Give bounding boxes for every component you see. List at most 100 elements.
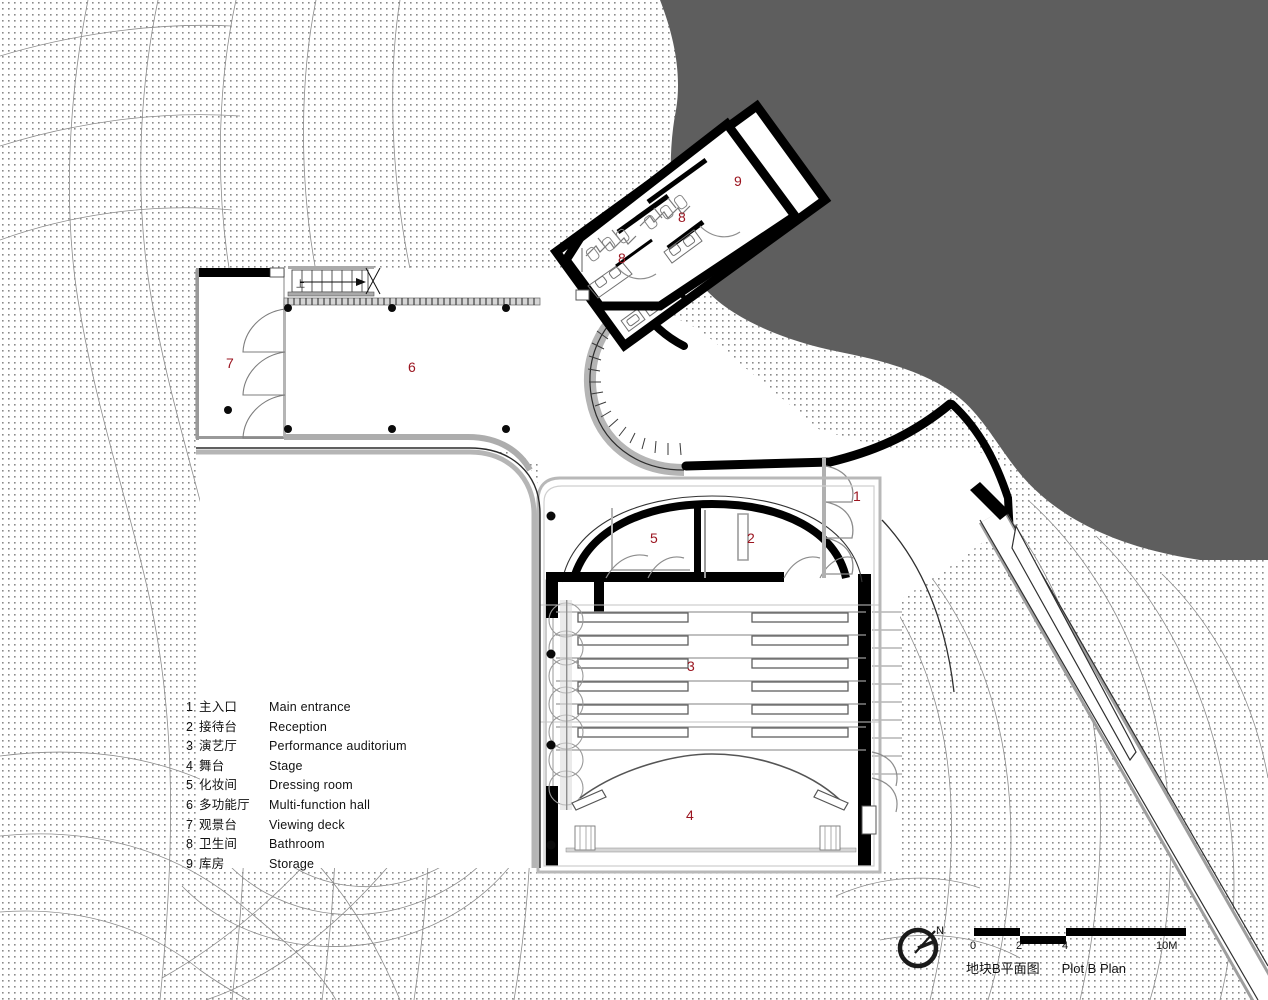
- deck-south-wall: [196, 436, 286, 439]
- north-arrow: [897, 927, 939, 969]
- legend-number: 9: [186, 856, 194, 871]
- legend-label-cn: 主入口: [199, 700, 238, 714]
- stage-wing-right: [813, 789, 849, 811]
- reception-partition-thin: [704, 510, 706, 578]
- legend-item: 3 演艺厅 Performance auditorium: [186, 737, 446, 757]
- legend-label-cn: 接待台: [199, 719, 238, 734]
- aisle-lines: [540, 604, 880, 723]
- stall-walls-mid: [639, 197, 691, 227]
- entrance-jamb-top: [822, 458, 826, 466]
- drawing-title-cn: 地块B平面图: [966, 961, 1040, 976]
- room-number-3: 3: [687, 658, 695, 674]
- plaza-edge-wall-ne: [681, 399, 955, 471]
- main-entrance-doors: [825, 465, 854, 575]
- scale-tick-2: 2: [1016, 940, 1023, 952]
- deck-north-wall: [196, 268, 272, 277]
- block-door-swings: [617, 225, 741, 280]
- legend-number: 3: [186, 739, 194, 754]
- left-wing: [195, 267, 541, 472]
- stage-wing-left: [571, 789, 607, 811]
- north-label: N: [936, 925, 944, 937]
- legend-label-en: Dressing room: [269, 778, 353, 793]
- entrance-mullion: [822, 458, 826, 578]
- legend-label-cn: 观景台: [199, 817, 238, 832]
- legend-number: 6: [186, 797, 194, 812]
- scale-seg-1: [974, 928, 1020, 936]
- hall-south-wall: [284, 434, 533, 472]
- deck-west-wall: [196, 268, 199, 440]
- reception-desk: [737, 513, 749, 561]
- scale-tick-4: 4: [1062, 940, 1069, 952]
- auditorium-east-wall-thick: [858, 574, 871, 836]
- road-head-black: [970, 482, 1010, 520]
- west-garden-edge-thin: [196, 447, 541, 868]
- scale-seg-3: [1066, 928, 1186, 936]
- viewing-deck-outline: [195, 269, 285, 439]
- water-body: [660, 0, 1268, 560]
- scale-bar-labels: 0 2 4 10M: [966, 940, 1177, 956]
- room-number-4: 4: [686, 807, 694, 823]
- legend-label-cn: 库房: [199, 856, 225, 871]
- stair-up-label: 上: [296, 279, 306, 289]
- legend-label-en: Viewing deck: [269, 817, 345, 832]
- legend-label-cn: 舞台: [199, 758, 225, 773]
- hall-columns: [224, 304, 510, 433]
- room-number-5: 5: [650, 530, 658, 546]
- east-service-door: [861, 805, 877, 835]
- block-partition-d: [666, 219, 705, 251]
- drawing-title-en: Plot B Plan: [1061, 961, 1126, 976]
- scale-tick-10: 10M: [1156, 940, 1178, 952]
- seat-blocks: [577, 612, 849, 738]
- legend-label-cn: 卫生间: [199, 837, 238, 852]
- door-leaf-1: [615, 238, 653, 268]
- road-inner-strip: [1011, 524, 1137, 762]
- stage-floor-edge: [565, 847, 857, 853]
- entry-stairs: [287, 266, 381, 297]
- auditorium-outline: [546, 580, 874, 866]
- room-number-8-mid: 8: [678, 209, 686, 225]
- block-partition-b: [616, 193, 670, 235]
- title-block: 地块B平面图 Plot B Plan: [966, 958, 1126, 977]
- scale-tick-0: 0: [970, 940, 977, 952]
- lobby-west-pier-cross: [546, 572, 606, 582]
- stall-fixtures-mid: [643, 194, 688, 230]
- legend-number: 8: [186, 837, 194, 852]
- legend-label-en: Stage: [269, 758, 303, 773]
- scale-seg-2: [1020, 936, 1066, 944]
- block-partition-a: [646, 157, 708, 205]
- hall-west-doors: [242, 308, 286, 439]
- hall-north-glazing: [283, 297, 541, 306]
- scale-bar: [974, 928, 1186, 944]
- stall-fixtures-left: [585, 228, 630, 262]
- seating-rows: [556, 611, 866, 751]
- garden-island: [200, 452, 540, 868]
- west-circles-line: [566, 600, 568, 810]
- legend-label-en: Main entrance: [269, 700, 351, 714]
- legend-label-en: Reception: [269, 719, 328, 734]
- auditorium-north-cross-wall2: [646, 572, 784, 582]
- legend-label-cn: 演艺厅: [199, 739, 238, 754]
- legend-label-en: Storage: [269, 856, 315, 871]
- plaza-edge-wall-ne2: [948, 400, 1016, 578]
- room-number-6: 6: [408, 359, 416, 375]
- sink-counter-mid: [663, 229, 703, 264]
- legend-label-en: Performance auditorium: [269, 739, 407, 754]
- room-number-9: 9: [734, 173, 742, 189]
- legend-item: 1 主入口 Main entrance: [186, 698, 446, 718]
- building-outer-envelope: [536, 476, 882, 874]
- east-terrace-edge: [881, 519, 955, 693]
- auditorium-columns: [546, 511, 556, 850]
- corner-fixture: [575, 289, 590, 301]
- legend-number: 1: [186, 700, 194, 714]
- legend-label-en: Multi-function hall: [269, 797, 371, 812]
- legend-label-cn: 化妆间: [199, 778, 238, 793]
- west-garden-edge: [196, 449, 537, 868]
- deck-north-wall-cap: [269, 267, 285, 278]
